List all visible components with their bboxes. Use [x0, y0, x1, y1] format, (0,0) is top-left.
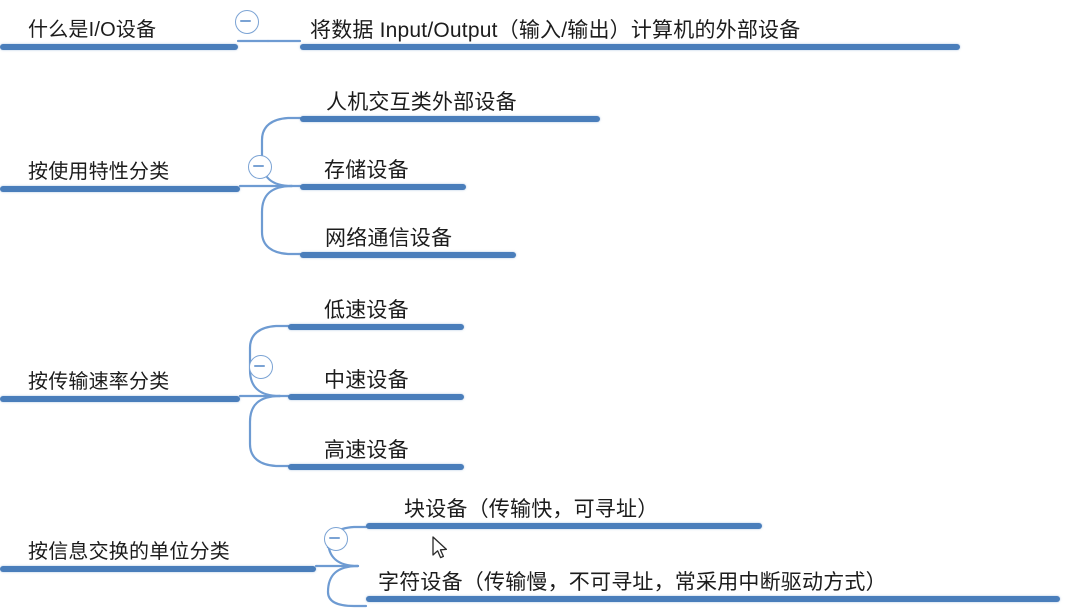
node-label: 按信息交换的单位分类 — [28, 541, 230, 563]
node-underline — [0, 186, 240, 192]
node-label: 网络通信设备 — [325, 227, 453, 250]
node-underline — [0, 396, 240, 402]
node-label: 什么是I/O设备 — [28, 19, 157, 41]
node-human-interaction-device[interactable]: 人机交互类外部设备 — [300, 82, 600, 122]
mouse-cursor-icon — [432, 536, 448, 559]
node-label: 将数据 Input/Output（输入/输出）计算机的外部设备 — [310, 19, 801, 42]
node-high-speed-device[interactable]: 高速设备 — [288, 430, 464, 470]
node-underline — [0, 566, 316, 572]
node-medium-speed-device[interactable]: 中速设备 — [288, 360, 464, 400]
node-underline — [288, 394, 464, 400]
node-underline — [288, 464, 464, 470]
node-block-device[interactable]: 块设备（传输快，可寻址） — [366, 489, 762, 529]
node-topic-by-transfer-rate[interactable]: 按传输速率分类 — [0, 362, 240, 402]
node-topic-what-is-io[interactable]: 什么是I/O设备 — [0, 8, 238, 50]
node-character-device[interactable]: 字符设备（传输慢，不可寻址，常采用中断驱动方式） — [366, 562, 1060, 602]
node-label: 字符设备（传输慢，不可寻址，常采用中断驱动方式） — [378, 571, 887, 594]
node-label: 按传输速率分类 — [28, 371, 170, 393]
node-underline — [288, 324, 464, 330]
minus-circle-icon[interactable] — [248, 155, 272, 179]
node-underline — [366, 596, 1060, 602]
node-topic-by-usage[interactable]: 按使用特性分类 — [0, 152, 240, 192]
node-underline — [366, 523, 762, 529]
node-label: 高速设备 — [324, 439, 409, 462]
node-underline — [300, 44, 960, 50]
minus-circle-icon[interactable] — [249, 355, 273, 379]
node-underline — [300, 184, 466, 190]
node-label: 人机交互类外部设备 — [326, 91, 517, 114]
node-storage-device[interactable]: 存储设备 — [300, 150, 466, 190]
node-underline — [300, 252, 516, 258]
minus-circle-icon[interactable] — [324, 527, 348, 551]
node-label: 存储设备 — [324, 159, 409, 182]
node-label: 低速设备 — [324, 299, 409, 322]
node-label: 中速设备 — [324, 369, 409, 392]
node-label: 块设备（传输快，可寻址） — [404, 498, 659, 521]
node-network-communication-device[interactable]: 网络通信设备 — [300, 218, 516, 258]
node-low-speed-device[interactable]: 低速设备 — [288, 290, 464, 330]
node-io-definition[interactable]: 将数据 Input/Output（输入/输出）计算机的外部设备 — [300, 8, 960, 50]
node-underline — [0, 44, 238, 50]
node-topic-by-exchange-unit[interactable]: 按信息交换的单位分类 — [0, 532, 316, 572]
node-underline — [300, 116, 600, 122]
node-label: 按使用特性分类 — [28, 161, 170, 183]
minus-circle-icon[interactable] — [235, 10, 259, 34]
